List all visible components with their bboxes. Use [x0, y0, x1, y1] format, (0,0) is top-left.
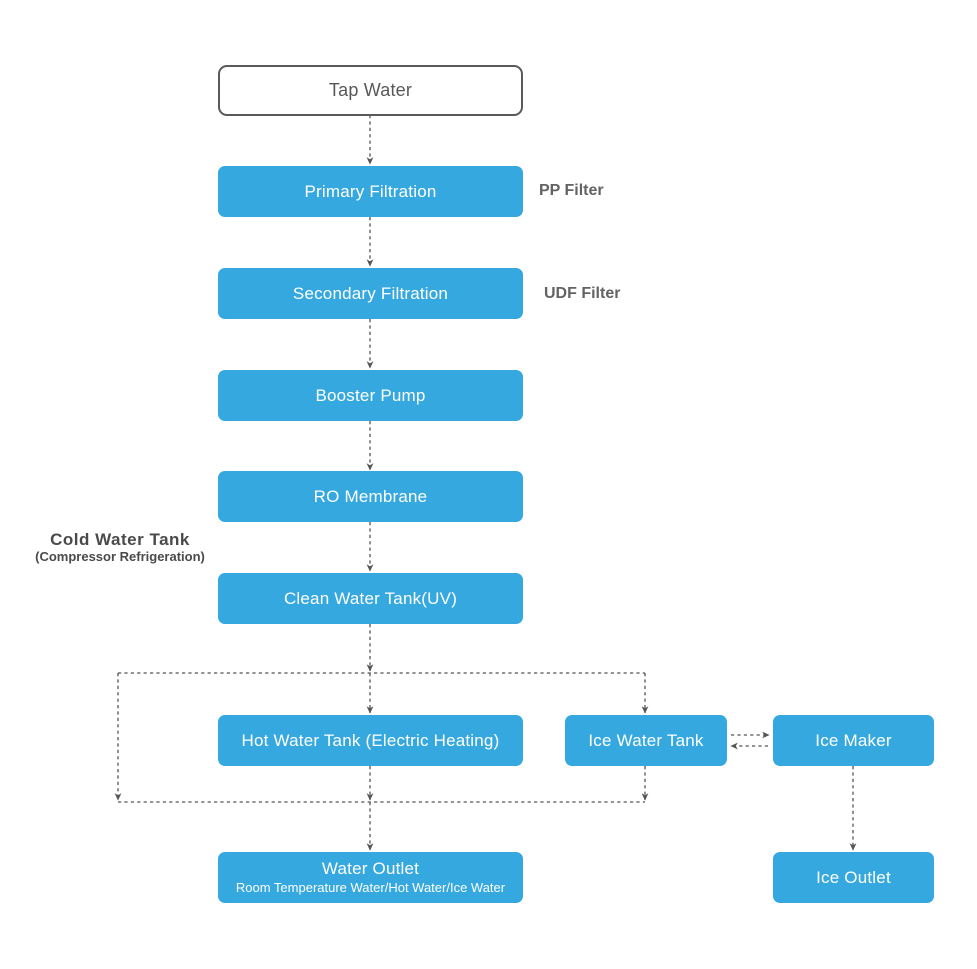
node-water-outlet-label: Water Outlet	[321, 859, 420, 879]
node-ice-water-tank-label: Ice Water Tank	[588, 730, 704, 750]
node-clean-water-tank-label: Clean Water Tank(UV)	[283, 588, 458, 608]
annotation-cold-water-tank-main: Cold Water Tank	[50, 530, 190, 549]
node-primary-filtration-label: Primary Filtration	[304, 181, 437, 201]
node-ice-water-tank[interactable]: Ice Water Tank	[565, 715, 727, 766]
node-water-outlet-sublabel: Room Temperature Water/Hot Water/Ice Wat…	[235, 879, 506, 895]
annotation-pp-filter: PP Filter	[539, 182, 604, 199]
node-tap-water[interactable]: Tap Water	[218, 65, 523, 116]
node-secondary-filtration[interactable]: Secondary Filtration	[218, 268, 523, 319]
annotation-cold-water-tank-sub: (Compressor Refrigeration)	[35, 549, 205, 564]
node-hot-water-tank[interactable]: Hot Water Tank (Electric Heating)	[218, 715, 523, 766]
node-hot-water-tank-label: Hot Water Tank (Electric Heating)	[241, 730, 500, 750]
node-tap-water-label: Tap Water	[328, 80, 413, 101]
node-ro-membrane[interactable]: RO Membrane	[218, 471, 523, 522]
node-ice-outlet-label: Ice Outlet	[816, 867, 891, 887]
node-water-outlet[interactable]: Water Outlet Room Temperature Water/Hot …	[218, 852, 523, 903]
node-clean-water-tank[interactable]: Clean Water Tank(UV)	[218, 573, 523, 624]
node-primary-filtration[interactable]: Primary Filtration	[218, 166, 523, 217]
node-ice-maker[interactable]: Ice Maker	[773, 715, 934, 766]
node-ro-membrane-label: RO Membrane	[313, 486, 428, 506]
node-ice-maker-label: Ice Maker	[815, 730, 892, 750]
node-ice-outlet[interactable]: Ice Outlet	[773, 852, 934, 903]
node-booster-pump[interactable]: Booster Pump	[218, 370, 523, 421]
node-secondary-filtration-label: Secondary Filtration	[292, 283, 449, 303]
node-booster-pump-label: Booster Pump	[315, 385, 426, 405]
annotation-cold-water-tank: Cold Water Tank (Compressor Refrigeratio…	[20, 530, 220, 564]
annotation-udf-filter: UDF Filter	[544, 285, 621, 302]
